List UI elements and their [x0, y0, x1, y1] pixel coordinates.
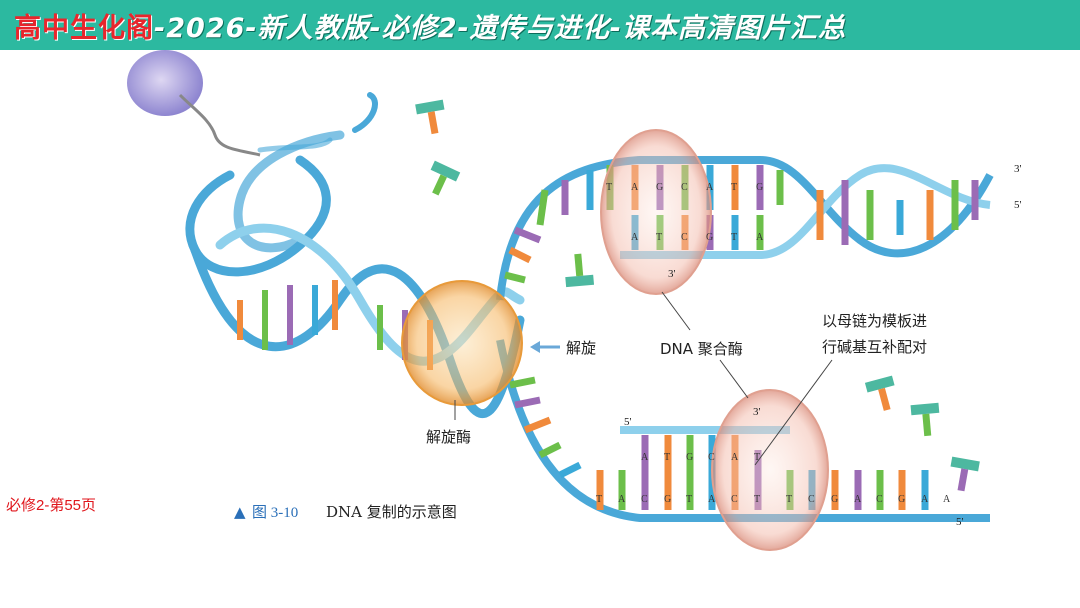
end-label-5prime: 5' — [956, 516, 964, 528]
base-letter: A — [756, 232, 764, 243]
helicase-enzyme — [402, 281, 522, 405]
base-letter: T — [596, 494, 602, 505]
base-letter: G — [706, 232, 713, 243]
base-letter: C — [641, 494, 648, 505]
base-letter: G — [756, 182, 763, 193]
base-letter: C — [808, 494, 815, 505]
polymerase-enzyme-upper — [601, 130, 711, 294]
end-label-3prime: 3' — [1014, 163, 1022, 175]
base-letter: A — [921, 494, 929, 505]
base-letter: G — [831, 494, 838, 505]
end-label-5prime: 5' — [624, 416, 632, 428]
base-letter: A — [641, 452, 649, 463]
base-letter: A — [618, 494, 626, 505]
polymerase-enzyme-lower — [712, 390, 828, 550]
base-letter: C — [731, 494, 738, 505]
base-letter: C — [681, 232, 688, 243]
base-letter: A — [731, 452, 739, 463]
base-letter: A — [631, 232, 639, 243]
base-letter: C — [708, 452, 715, 463]
base-letter: A — [943, 494, 951, 505]
base-letter: A — [708, 494, 716, 505]
base-letter: A — [706, 182, 714, 193]
base-letter: T — [754, 452, 760, 463]
end-label-3prime: 3' — [668, 268, 676, 280]
base-letter: T — [754, 494, 760, 505]
base-letter: T — [731, 232, 737, 243]
caption-title: DNA 复制的示意图 — [326, 503, 457, 521]
caption-number: 图 3-10 — [252, 504, 298, 521]
base-letter: T — [664, 452, 670, 463]
base-letter: T — [606, 182, 612, 193]
label-template-line2: 行碱基互补配对 — [822, 338, 927, 356]
base-letter: T — [686, 494, 692, 505]
base-letter: G — [664, 494, 671, 505]
base-letter: A — [631, 182, 639, 193]
label-unwind: 解旋 — [566, 339, 596, 357]
label-template-line1: 以母链为模板进 — [822, 312, 927, 330]
base-letter: T — [786, 494, 792, 505]
base-letter: A — [854, 494, 862, 505]
base-letter: G — [686, 452, 693, 463]
caption-marker: ▲ — [234, 503, 246, 521]
label-dna-polymerase: DNA 聚合酶 — [660, 340, 743, 358]
base-letter: G — [656, 182, 663, 193]
base-letter: T — [731, 182, 737, 193]
unwind-arrow — [530, 341, 560, 353]
base-letter: C — [876, 494, 883, 505]
base-letter: G — [898, 494, 905, 505]
end-label-5prime: 5' — [1014, 199, 1022, 211]
label-helicase: 解旋酶 — [426, 428, 471, 446]
end-label-3prime: 3' — [753, 406, 761, 418]
base-letter: T — [656, 232, 662, 243]
base-letter: C — [681, 182, 688, 193]
